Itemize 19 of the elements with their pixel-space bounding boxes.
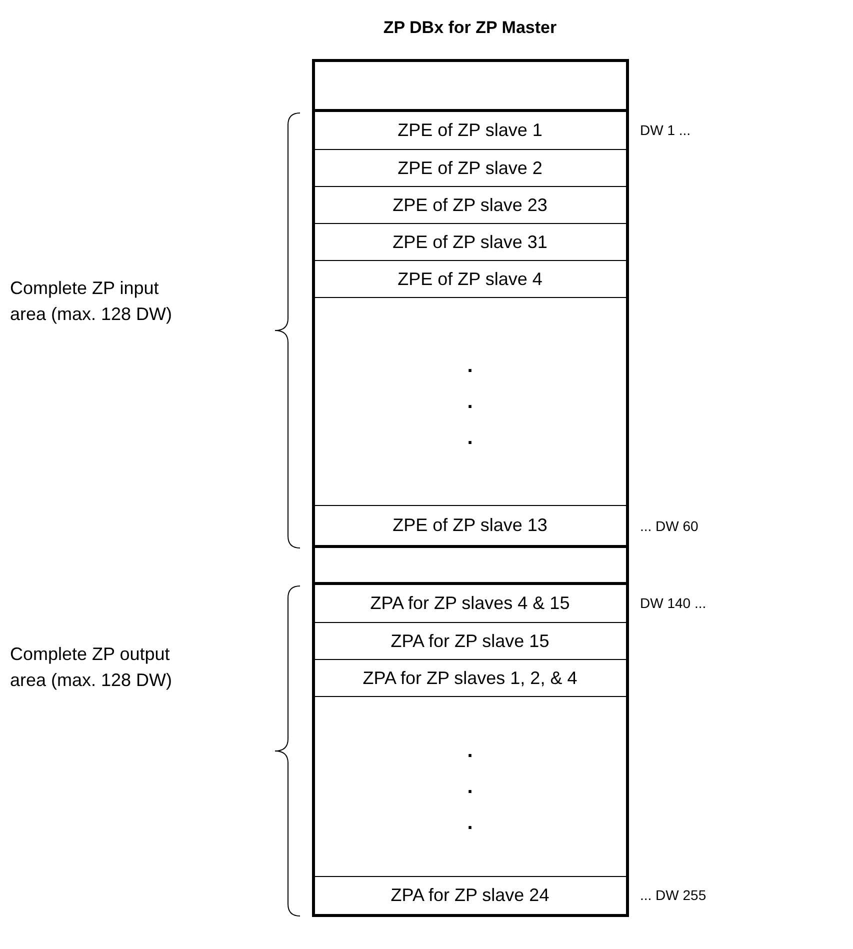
- row-label: ZPA for ZP slaves 1, 2, & 4: [362, 668, 578, 688]
- address-label: DW 1 ...: [640, 122, 691, 138]
- row-label: ZPE of ZP slave 1: [398, 120, 542, 141]
- row-label: ZPA for ZP slaves 4 & 15: [370, 593, 570, 614]
- address-label: ... DW 255: [640, 887, 706, 903]
- address-label: ... DW 60: [640, 518, 698, 534]
- ellipsis-dots: . . .: [466, 354, 474, 450]
- row-label: ZPE of ZP slave 2: [398, 158, 542, 178]
- area-label: Complete ZP input area (max. 128 DW): [10, 277, 174, 326]
- row-label: ZPE of ZP slave 31: [392, 232, 548, 252]
- row-label: ZPE of ZP slave 4: [398, 268, 542, 290]
- area-label: Complete ZP output area (max. 128 DW): [10, 643, 174, 692]
- row-label: ZPA for ZP slave 15: [390, 630, 550, 652]
- row-label: ZPE of ZP slave 13: [392, 515, 548, 536]
- address-label: DW 140 ...: [640, 595, 706, 611]
- ellipsis-dots: . . .: [466, 738, 474, 836]
- table-title: ZP DBx for ZP Master: [382, 18, 558, 38]
- row-label: ZPA for ZP slave 24: [390, 885, 550, 906]
- row-label: ZPE of ZP slave 23: [392, 194, 548, 216]
